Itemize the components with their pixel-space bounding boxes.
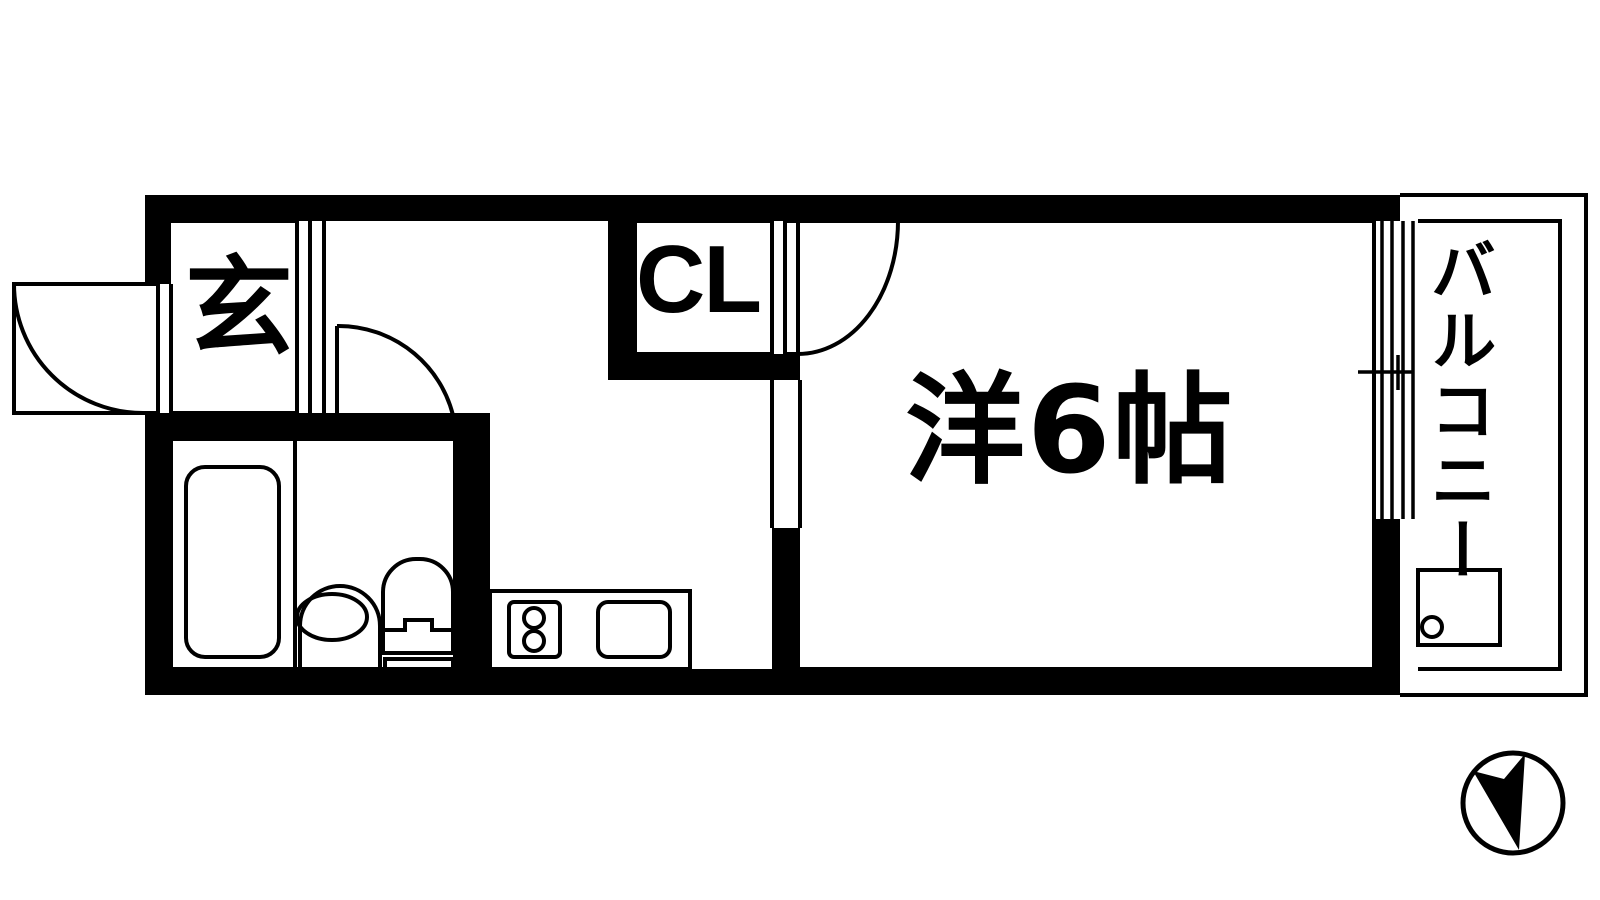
kitchen-sink	[596, 600, 672, 659]
wall-room-divider-lower	[772, 528, 800, 669]
wall-closet-left	[608, 195, 635, 380]
washbasin-bowl	[295, 592, 369, 642]
kitchen-counter	[488, 589, 692, 671]
balcony-drain-box	[1416, 568, 1502, 647]
closet-outline	[633, 219, 774, 356]
room-label-genkan: 玄	[185, 246, 294, 371]
balcony-sliding-door	[1358, 221, 1415, 519]
compass-needle-dark	[1473, 754, 1525, 850]
closet-door-leaf	[783, 219, 800, 356]
genkan-step-outline	[171, 219, 299, 415]
wall-left-upper	[145, 195, 171, 284]
bath-door-swing-arc	[336, 323, 457, 426]
wall-right-lower	[1374, 519, 1400, 695]
toilet-tank	[383, 657, 455, 671]
wall-bottom-exterior	[145, 669, 1400, 695]
toilet-seat-notch	[383, 618, 453, 632]
washbasin-counter	[298, 583, 382, 669]
wall-top-exterior	[145, 195, 1400, 221]
entrance-door-swing-arc	[12, 283, 144, 415]
walls	[145, 195, 1400, 695]
wall-bath-right	[455, 413, 490, 669]
stove-burner-rear	[522, 606, 546, 630]
room-label-closet: CL	[636, 226, 762, 333]
closet-door-swing-arc	[797, 220, 900, 356]
room-label-main-room: 洋6帖	[905, 362, 1235, 501]
room-label-balcony: バルコニー	[1419, 236, 1497, 586]
stove-burner-front	[522, 629, 546, 653]
balcony-railing-inner	[1418, 219, 1562, 671]
north-arrow	[1460, 750, 1566, 856]
entrance-door-panel	[12, 282, 160, 415]
bathtub	[184, 465, 281, 659]
wall-left-lower	[145, 413, 171, 695]
wall-room-divider-upper	[772, 354, 800, 380]
balcony-slab-outline	[1400, 193, 1588, 697]
wall-closet-bottom	[608, 354, 780, 380]
wall-right-top-nub	[1374, 195, 1400, 221]
balcony-drain-hole	[1420, 615, 1444, 639]
main-room-outline	[800, 219, 1376, 671]
thin-linework	[12, 193, 1588, 697]
toilet-bowl	[381, 557, 455, 655]
stove-two-burner	[507, 600, 562, 659]
